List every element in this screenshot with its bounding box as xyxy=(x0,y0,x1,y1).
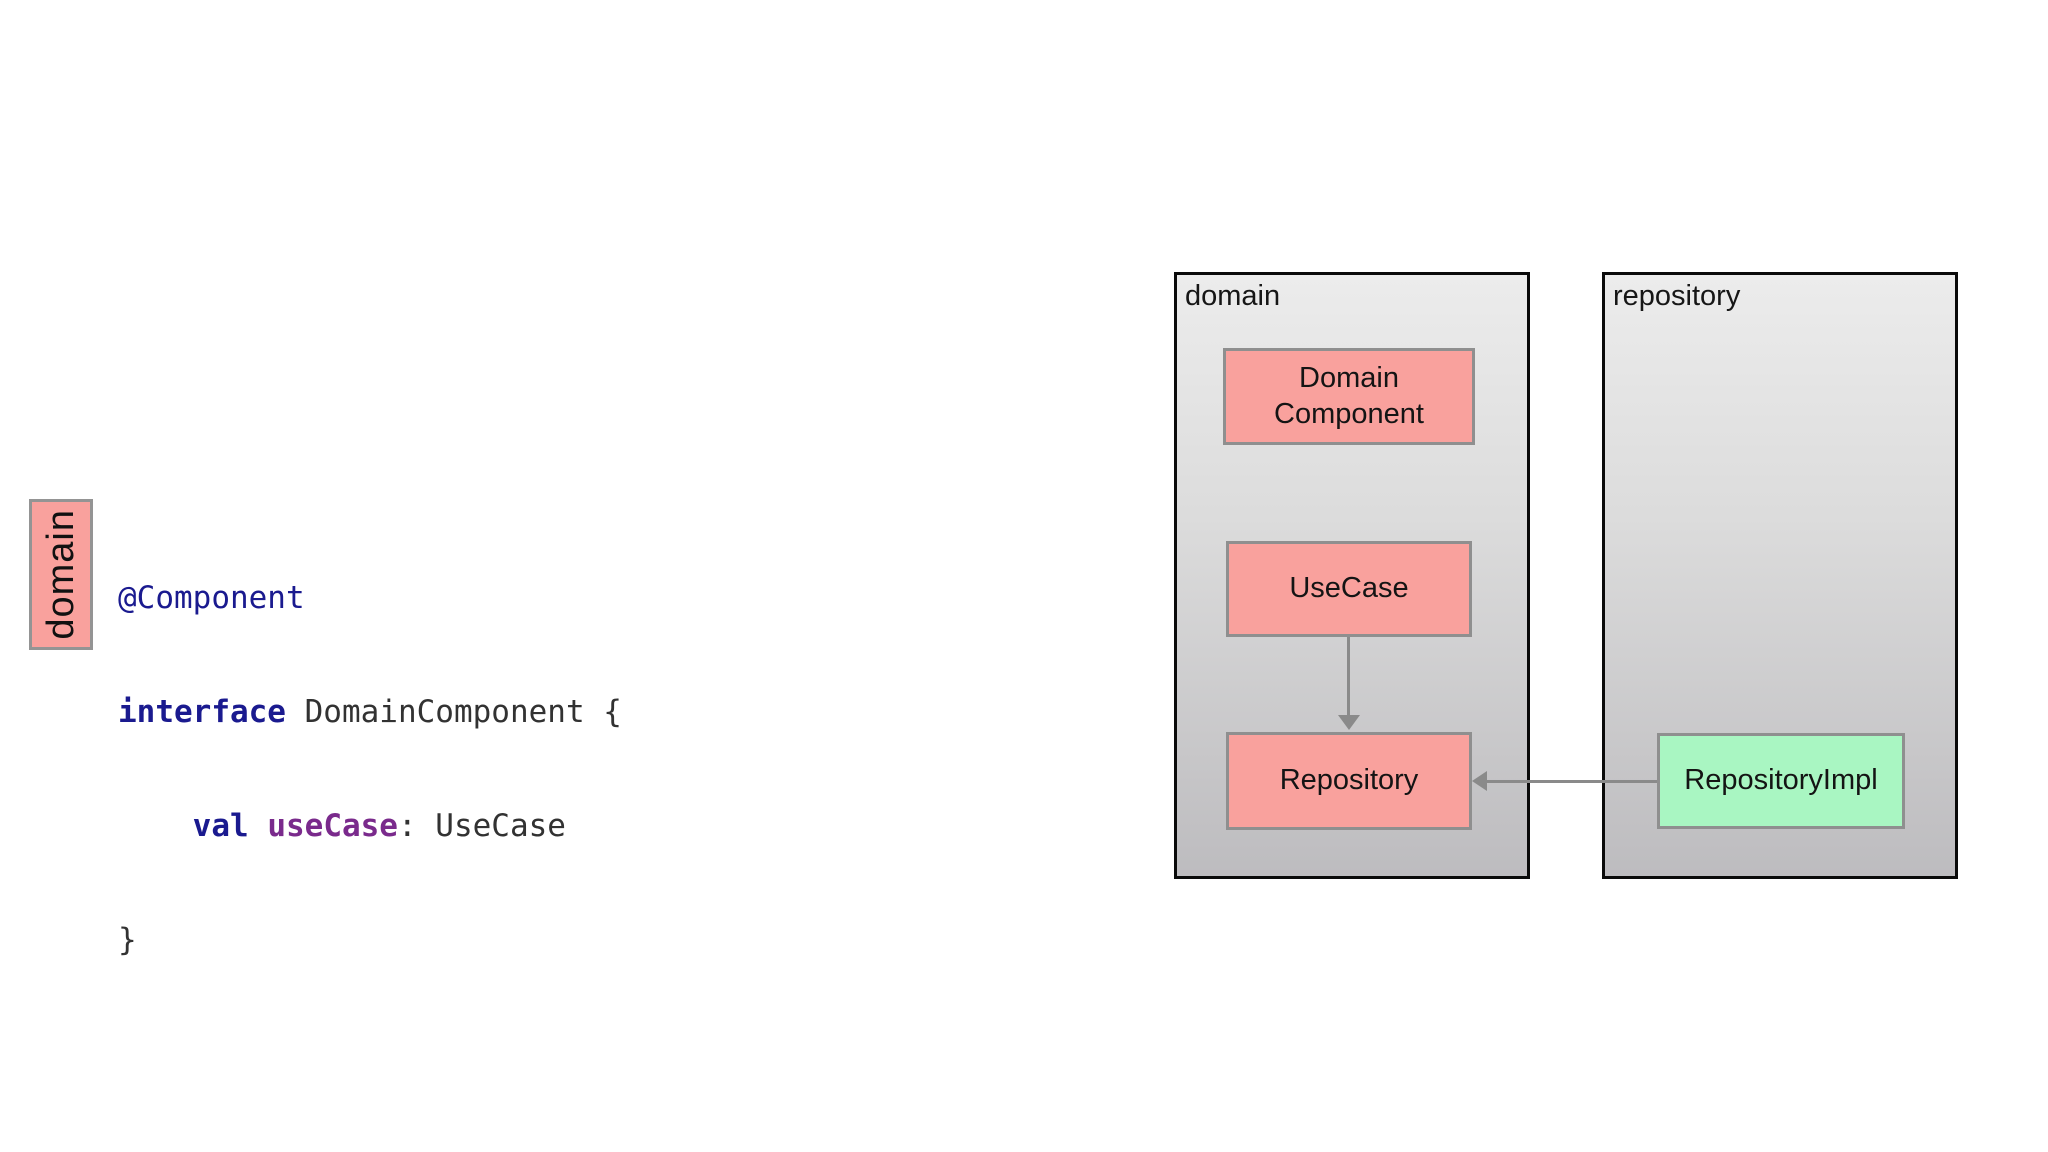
edge-usecase-to-repository-arrowhead-icon xyxy=(1338,715,1360,730)
node-repository-impl-label: RepositoryImpl xyxy=(1684,764,1878,797)
module-tag: domain xyxy=(29,499,93,650)
node-usecase: UseCase xyxy=(1226,541,1472,637)
code-line: } xyxy=(118,921,622,959)
code-plain-token: : UseCase xyxy=(397,808,566,844)
node-repository: Repository xyxy=(1226,732,1472,830)
code-plain-token: } xyxy=(118,922,137,958)
edge-usecase-to-repository-line xyxy=(1347,637,1350,717)
edge-repositoryimpl-to-repository-line xyxy=(1486,780,1657,783)
code-line: interface DomainComponent { xyxy=(118,693,622,731)
code-property-token: useCase xyxy=(267,808,398,844)
code-line: val useCase: UseCase xyxy=(118,807,622,845)
code-plain-token: DomainComponent { xyxy=(285,694,622,730)
module-tag-label: domain xyxy=(39,509,82,640)
code-annotation-token: @Component xyxy=(118,580,305,616)
node-repository-label: Repository xyxy=(1279,764,1419,797)
package-domain-label: domain xyxy=(1185,280,1281,312)
code-indent xyxy=(118,808,193,844)
code-line: @Component xyxy=(118,579,622,617)
node-repository-impl: RepositoryImpl xyxy=(1657,733,1905,829)
code-plain-token xyxy=(249,808,268,844)
code-keyword-token: interface xyxy=(118,694,286,730)
code-snippet: @Component interface DomainComponent { v… xyxy=(118,503,622,1035)
edge-repositoryimpl-to-repository-arrowhead-icon xyxy=(1472,771,1487,791)
node-domain-component: Domain Component xyxy=(1223,348,1475,445)
package-repository: repository RepositoryImpl xyxy=(1602,272,1958,879)
package-domain: domain Domain Component UseCase Reposito… xyxy=(1174,272,1530,879)
node-usecase-label: UseCase xyxy=(1289,572,1409,605)
node-domain-component-label: Domain Component xyxy=(1274,362,1424,430)
package-repository-label: repository xyxy=(1613,280,1741,312)
code-keyword-token: val xyxy=(192,808,249,844)
